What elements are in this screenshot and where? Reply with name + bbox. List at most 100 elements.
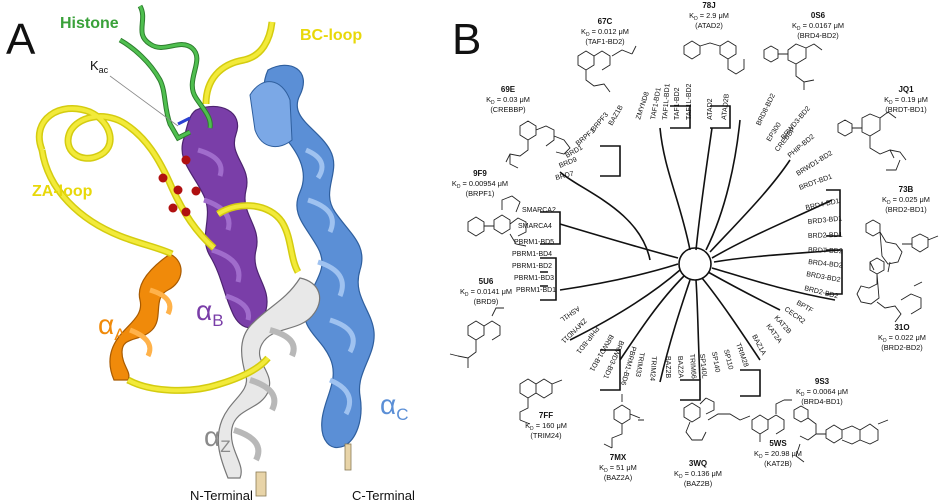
compound-7FF: 7FF KD = 160 μM (TRIM24) [519,378,567,440]
svg-text:78J: 78J [702,1,715,10]
panel-a: A [6,4,415,501]
leaf-label: BRD7 [555,171,575,182]
compound-78J: 78J KD = 2.9 μM (ATAD2) [683,1,745,75]
svg-text:(BRDT-BD1): (BRDT-BD1) [885,105,926,114]
leaf-label: BRD9 [558,156,578,170]
compound-0S6: 0S6 KD = 0.0167 μM (BRD4-BD2) [763,11,844,90]
svg-text:(BRD9): (BRD9) [474,297,499,306]
leaf-label: PBRM1-BD3 [514,275,554,282]
svg-text:KD = 0.012 μM: KD = 0.012 μM [581,27,629,38]
svg-text:31O: 31O [894,323,909,332]
svg-text:(BRD2-BD2): (BRD2-BD2) [881,343,922,352]
leaf-label: PBRM1-BD1 [516,287,556,294]
leaf-label: BRD3-BD1 [807,215,842,226]
compound-JQ1: JQ1 KD = 0.19 μM (BRDT-BD1) [837,85,928,171]
svg-text:KD = 0.0167 μM: KD = 0.0167 μM [792,21,844,32]
leaf-label: ATAD2B [721,93,731,120]
c-terminal-label: C-Terminal [352,488,415,501]
svg-text:KD = 0.025 μM: KD = 0.025 μM [882,195,930,206]
svg-text:KD = 2.9 μM: KD = 2.9 μM [689,11,729,22]
svg-text:73B: 73B [899,185,914,194]
svg-text:(BRD4-BD2): (BRD4-BD2) [797,31,838,40]
phylogenetic-tree [540,105,843,401]
leaf-label: PBRM1-BD6 [619,345,637,386]
svg-text:KD = 0.0064 μM: KD = 0.0064 μM [796,387,848,398]
leaf-label: TAF1L-BD2 [686,83,693,120]
water-molecules [158,155,201,217]
leaf-label: ZMYND8 [635,91,651,121]
compound-9F9: 9F9 KD = 0.00954 μM (BRPF1) [452,169,527,247]
leaf-label: TRIM24 [648,356,657,381]
leaf-label: BAZ1A [750,334,767,357]
za-loop-label: ZA-loop [32,183,93,200]
svg-text:5WS: 5WS [769,439,787,448]
svg-text:7MX: 7MX [610,453,627,462]
alpha-c-label: αC [380,389,408,424]
svg-text:9S3: 9S3 [815,377,830,386]
svg-text:3WQ: 3WQ [689,459,707,468]
leaf-label: SMARCA2 [522,207,556,214]
alpha-z-label: αZ [204,421,231,456]
leaf-label: ASH1L [558,304,580,322]
compound-7MX: 7MX KD = 51 μM (BAZ2A) [599,394,644,482]
svg-text:(TAF1-BD2): (TAF1-BD2) [585,37,624,46]
svg-text:KD = 20.98 μM: KD = 20.98 μM [754,449,802,460]
leaf-label: BRD4-BD1 [805,198,840,212]
compound-67C: 67C KD = 0.012 μM (TAF1-BD2) [577,17,637,93]
leaf-label: BPTF [795,300,814,315]
alpha-a-helix [109,253,182,381]
compound-5U6: 5U6 KD = 0.0141 μM (BRD9) [449,277,512,368]
svg-text:(BAZ2B): (BAZ2B) [684,479,712,488]
compound-73B: 73B KD = 0.025 μM (BRD2-BD1) [865,185,939,273]
alpha-c-helix [249,64,375,471]
svg-text:KD = 0.022 μM: KD = 0.022 μM [878,333,926,344]
leaf-label: BAZ1B [608,104,625,127]
svg-text:JQ1: JQ1 [898,85,914,94]
panel-a-letter: A [6,15,36,64]
svg-text:KD = 0.00954 μM: KD = 0.00954 μM [452,179,508,190]
alpha-z-helix [217,277,321,497]
svg-text:(BAZ2A): (BAZ2A) [604,473,632,482]
compound-69E: 69E KD = 0.03 μM (CREBBP) [486,85,571,169]
kac-label: Kac [90,58,109,75]
compound-5WS: 5WS KD = 20.98 μM (KAT2B) [751,399,802,468]
svg-text:(TRIM24): (TRIM24) [530,431,561,440]
leaf-label: PBRM1-BD5 [514,239,554,246]
svg-text:(BRD2-BD1): (BRD2-BD1) [885,205,926,214]
svg-text:KD = 51 μM: KD = 51 μM [599,463,637,474]
svg-text:KD = 0.19 μM: KD = 0.19 μM [884,95,928,106]
svg-text:(BRPF1): (BRPF1) [466,189,495,198]
compound-3WQ: 3WQ KD = 0.136 μM (BAZ2B) [674,397,751,488]
svg-text:(ATAD2): (ATAD2) [695,21,723,30]
leaf-label: BRD3-BD2 [806,271,841,284]
leaf-label: BRD8-BD2 [756,93,778,127]
leaf-label: TAF1-BD2 [674,87,681,120]
leaf-label: BAZ2B [664,356,671,379]
leaf-label: PBRM1-BD2 [512,263,552,270]
svg-text:KD = 160 μM: KD = 160 μM [525,421,567,432]
leaf-label: TAF1-BD1 [650,87,663,120]
svg-text:KD = 0.03 μM: KD = 0.03 μM [486,95,530,106]
leaf-label: BRPF1 [575,128,597,148]
svg-text:67C: 67C [598,17,613,26]
svg-text:(CREBBP): (CREBBP) [490,105,525,114]
histone-label: Histone [60,15,119,32]
leaf-label: BRDT-BD2 [808,247,843,255]
leaf-label: BRDT-BD1 [798,173,833,191]
alpha-b-label: αB [196,295,224,330]
leaf-label: TRIM33 [634,352,645,378]
svg-text:KD = 0.0141 μM: KD = 0.0141 μM [460,287,512,298]
leaf-label: TRIM66 [688,354,697,379]
svg-text:5U6: 5U6 [479,277,494,286]
svg-text:9F9: 9F9 [473,169,487,178]
loops [35,21,302,394]
svg-text:(BRD4-BD1): (BRD4-BD1) [801,397,842,406]
leaf-label: SP140L [698,353,708,379]
panel-b: B [449,1,939,488]
kac-pointer [109,75,179,127]
leaf-label: SP140 [710,351,721,373]
leaf-label: SMARCA4 [518,223,552,230]
svg-text:7FF: 7FF [539,411,553,420]
leaf-label: BRD2-BD1 [808,232,843,240]
